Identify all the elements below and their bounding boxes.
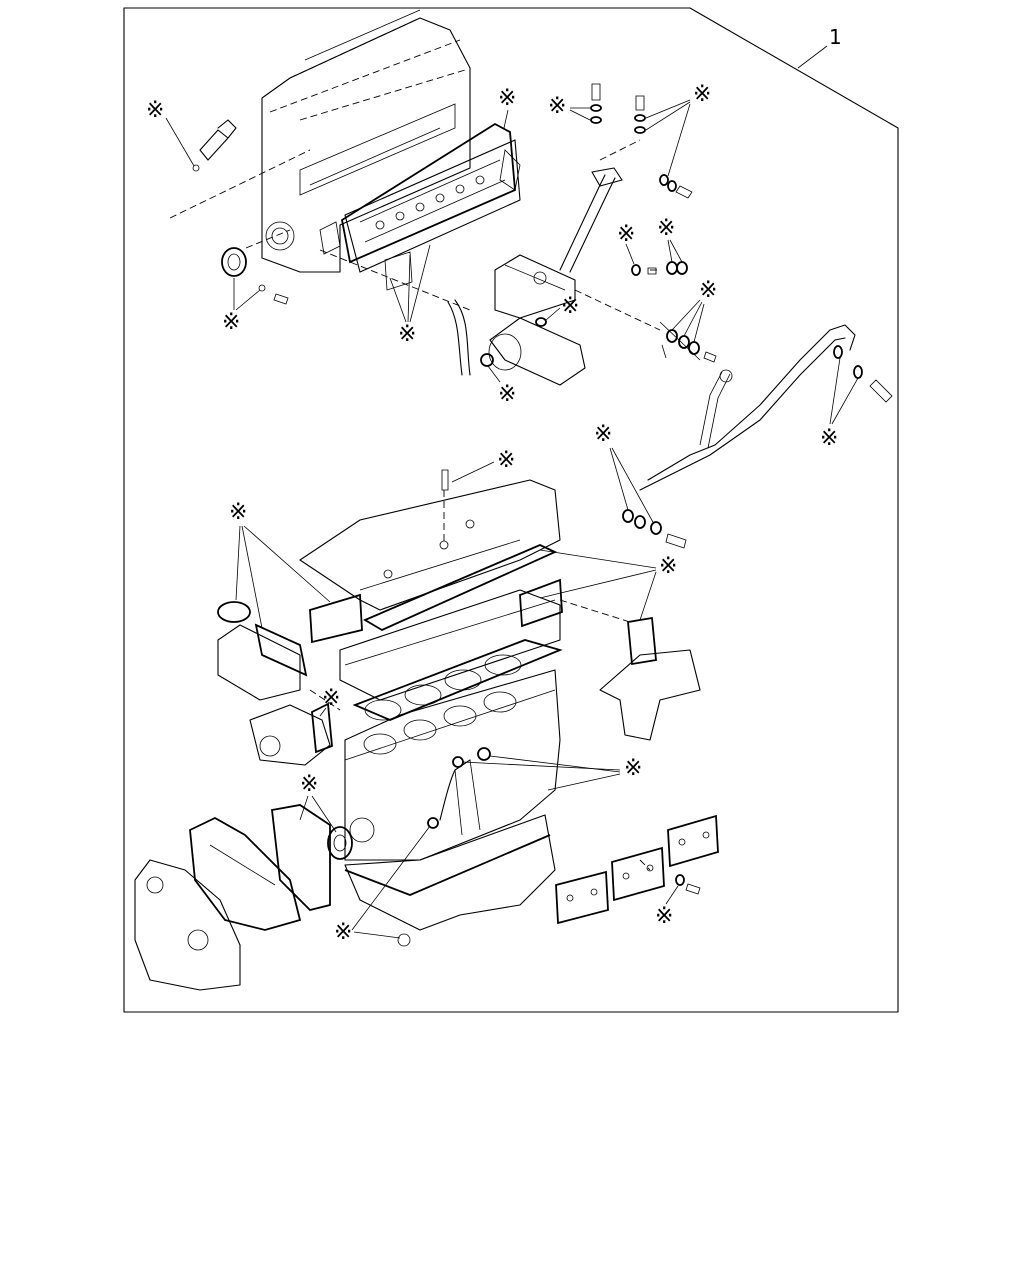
service-mark: ※ xyxy=(699,278,717,303)
service-mark: ※ xyxy=(146,98,164,123)
fuel-return-pipe xyxy=(639,321,893,491)
diagram-frame xyxy=(123,7,899,1013)
service-mark: ※ xyxy=(657,216,675,241)
fuel-filter-head xyxy=(494,167,623,319)
service-mark: ※ xyxy=(548,94,566,119)
gear-case-gasket xyxy=(189,816,302,931)
service-mark: ※ xyxy=(659,554,677,579)
lower-guide-lines xyxy=(309,490,651,871)
upper-guide-lines xyxy=(169,139,661,331)
service-mark: ※ xyxy=(300,772,318,797)
cylinder-block xyxy=(344,669,561,861)
oil-pipe xyxy=(427,747,491,829)
rocker-cover-gasket xyxy=(363,544,558,632)
service-mark: ※ xyxy=(398,322,416,347)
service-mark: ※ xyxy=(617,222,635,247)
water-pump-gasket-lower xyxy=(271,804,331,911)
upper-sealing-washers xyxy=(535,83,863,549)
gear-case-cover xyxy=(134,859,241,991)
item-number-label: 1 xyxy=(829,25,842,49)
oil-cooler-gaskets xyxy=(555,814,719,925)
service-mark: ※ xyxy=(561,294,579,319)
front-oil-seal-upper xyxy=(221,247,247,277)
injection-pump-gasket xyxy=(341,122,516,264)
service-mark: ※ xyxy=(594,422,612,447)
exhaust-manifold xyxy=(519,578,701,741)
oil-pan xyxy=(344,814,556,947)
service-mark: ※ xyxy=(229,500,247,525)
front-oil-seal-lower xyxy=(327,826,353,860)
thermostat-housing xyxy=(249,702,333,766)
service-mark-callouts: ※ ※ ※ ※ ※ ※ ※ ※ ※ ※ xyxy=(146,82,859,945)
service-mark: ※ xyxy=(322,686,340,711)
cylinder-head xyxy=(339,589,561,701)
service-mark: ※ xyxy=(334,920,352,945)
service-mark: ※ xyxy=(693,82,711,107)
injector-nozzle xyxy=(192,119,237,172)
upper-engine-block xyxy=(261,9,471,273)
service-mark: ※ xyxy=(222,310,240,335)
service-mark: ※ xyxy=(655,904,673,929)
service-mark: ※ xyxy=(498,86,516,111)
cylinder-head-gasket xyxy=(352,639,563,721)
service-mark: ※ xyxy=(624,756,642,781)
item-number-leader xyxy=(797,45,828,69)
service-mark: ※ xyxy=(497,448,515,473)
rocker-cover xyxy=(299,469,561,611)
service-mark: ※ xyxy=(820,426,838,451)
small-plug-bolt xyxy=(258,284,289,305)
intake-manifold xyxy=(217,593,363,701)
service-mark: ※ xyxy=(498,382,516,407)
